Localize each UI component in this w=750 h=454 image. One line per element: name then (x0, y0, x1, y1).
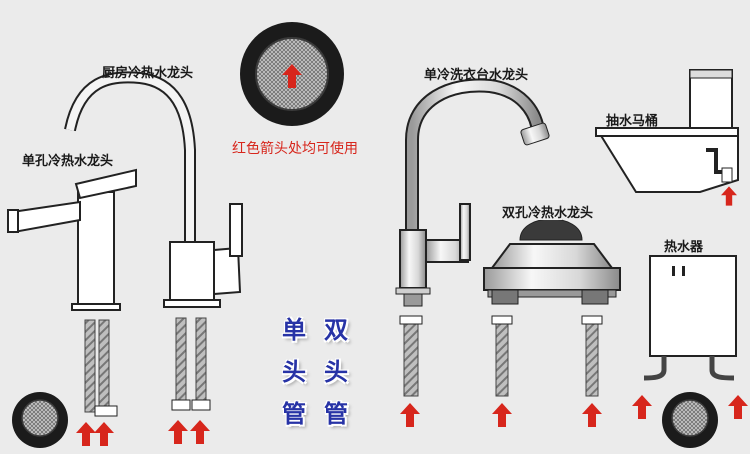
kitchen-faucet-label: 厨房冷热水龙头 (102, 66, 194, 81)
up-arrow-icon (492, 403, 512, 427)
usage-note: 红色箭头处均可使用 (232, 141, 358, 157)
dual-hole-faucet-label: 双孔冷热水龙头 (502, 206, 594, 221)
toilet (595, 69, 739, 193)
dual-hole-faucet (483, 215, 621, 305)
water-heater (643, 255, 737, 381)
single-hole-faucet (7, 168, 137, 311)
filter-washer-top (240, 22, 344, 126)
up-arrow-icon (190, 420, 210, 444)
kitchen-hoses (171, 317, 211, 411)
up-arrow-icon (728, 395, 748, 419)
laundry-basin-faucet (395, 78, 550, 307)
double-head-char-3: 管 (324, 400, 348, 428)
double-head-char-2: 头 (324, 358, 348, 386)
single-head-char-3: 管 (282, 400, 306, 428)
double-head-char-1: 双 (324, 316, 348, 344)
toilet-label: 抽水马桶 (606, 114, 659, 129)
up-arrow-icon (76, 422, 96, 446)
up-arrow-icon (582, 403, 602, 427)
filter-washer-bottom-left (12, 392, 68, 448)
up-arrow-icon (94, 422, 114, 446)
single-hole-hoses (84, 319, 118, 417)
laundry-basin-faucet-label: 单冷洗衣台水龙头 (424, 68, 529, 83)
single-hole-faucet-label: 单孔冷热水龙头 (22, 154, 114, 169)
up-arrow-icon (632, 395, 652, 419)
water-heater-label: 热水器 (664, 240, 704, 255)
up-arrow-icon (400, 403, 420, 427)
laundry-hose (399, 315, 423, 397)
single-head-char-1: 单 (282, 316, 306, 344)
single-head-char-2: 头 (282, 358, 306, 386)
up-arrow-icon (721, 186, 737, 206)
kitchen-faucet (64, 71, 243, 308)
dual-hole-hoses (491, 315, 603, 397)
up-arrow-icon (168, 420, 188, 444)
filter-washer-bottom-right (662, 392, 718, 448)
